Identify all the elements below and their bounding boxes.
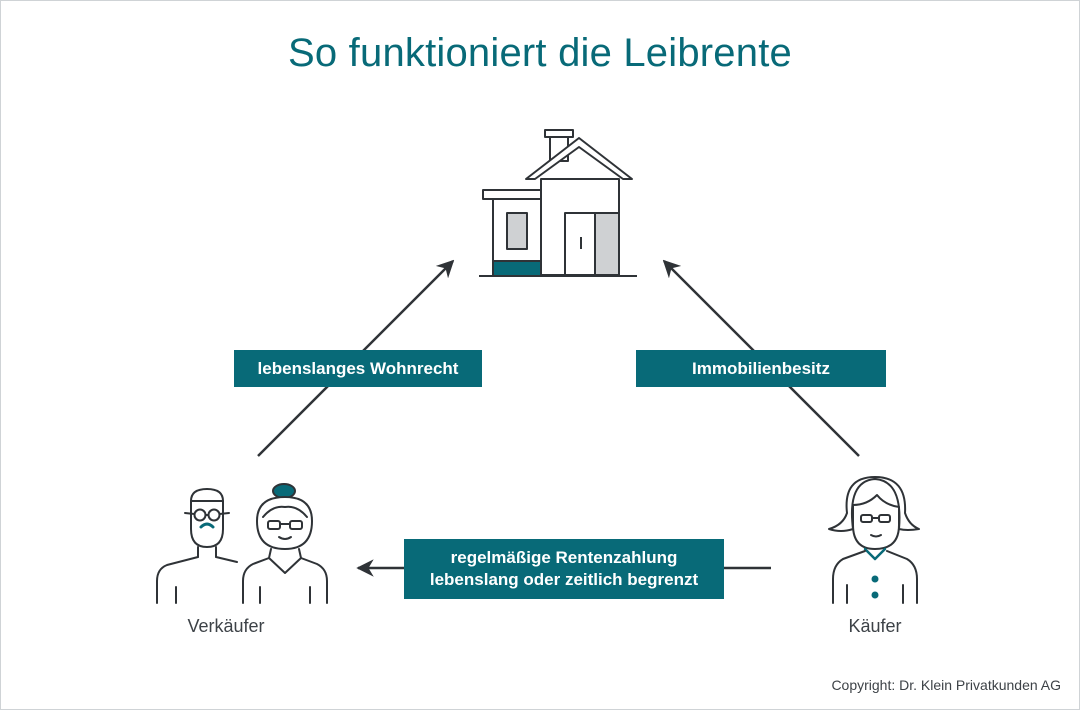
diagram-title: So funktioniert die Leibrente (288, 31, 792, 75)
label-lifelong-residence-right: lebenslanges Wohnrecht (234, 350, 482, 387)
copyright-notice: Copyright: Dr. Klein Privatkunden AG (831, 677, 1061, 693)
buyer-caption: Käufer (848, 616, 902, 636)
couple-icon (156, 483, 328, 604)
seller-caption: Verkäufer (187, 616, 265, 636)
label-annuity-payment: regelmäßige Rentenzahlung lebenslang ode… (404, 539, 724, 599)
annuity-line-2: lebenslang oder zeitlich begrenzt (429, 570, 699, 589)
annuity-line-1: regelmäßige Rentenzahlung (450, 548, 678, 567)
woman-icon (828, 476, 920, 604)
house-icon (479, 129, 637, 277)
label-property-ownership: Immobilienbesitz (636, 350, 886, 387)
